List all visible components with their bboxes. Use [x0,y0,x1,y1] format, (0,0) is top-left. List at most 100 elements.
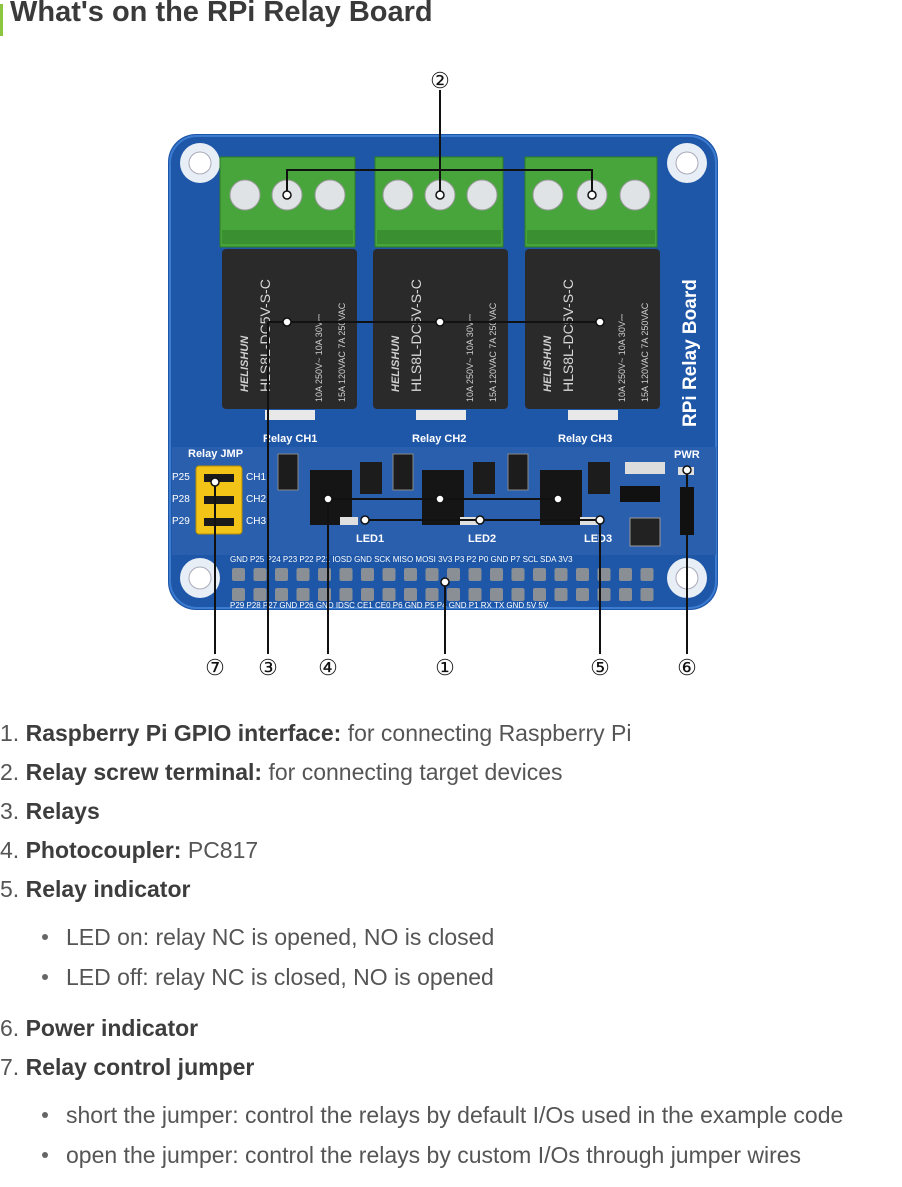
gpio-pin [339,568,353,581]
led3-label: LED3 [584,533,612,545]
relay-model-2: HLS8L-DC5V-S-C [408,279,424,392]
item-number: 1. [0,720,20,746]
led2-label: LED2 [468,533,496,545]
section-header: What's on the RPi Relay Board [0,0,902,36]
gpio-pin [232,588,245,601]
gpio-pin [447,588,460,601]
relay-model-1: HLS8L-DC5V-S-C [257,279,273,392]
gpio-pin [275,588,288,601]
board-label: RPi Relay Board [680,279,701,427]
item-number: 3. [0,798,20,824]
jumper-pin-3: P29 [172,516,190,527]
sub-list-item: open the jumper: control the relays by c… [40,1135,902,1175]
item-number: 7. [0,1054,20,1080]
gpio-pin [232,568,245,581]
jumper-title: Relay JMP [188,448,243,460]
gpio-pin [511,568,525,581]
relay-label-ch2: Relay CH2 [412,433,466,445]
relay-label-ch3: Relay CH3 [558,433,612,445]
sub-list-item: LED off: relay NC is closed, NO is opene… [40,957,902,997]
item-number: 6. [0,1015,20,1041]
item-desc: for connecting target devices [262,759,563,785]
gpio-pin [253,588,267,601]
jumper-ch-3: CH3 [246,516,266,527]
sub-list-item: LED on: relay NC is opened, NO is closed [40,917,902,957]
pwr-label: PWR [674,449,700,461]
item-desc: PC817 [181,837,259,863]
header-top-labels: GND P25 P24 P23 P22 P21 IOSD GND SCK MIS… [230,555,573,564]
sub-list: short the jumper: control the relays by … [0,1095,902,1175]
relay-rating-1: 10A 250V~ 10A 30V⎓ [314,314,324,402]
relay-rating2-2: 15A 120VAC 7A 250VAC [488,302,498,402]
relay-ch2 [373,249,508,409]
list-item: 7. Relay control jumper short the jumper… [0,1048,902,1175]
header-bottom-labels: P29 P28 P27 GND P26 GND IDSC CE1 CE0 P6 … [230,601,549,610]
jumper-pin-2: P28 [172,494,190,505]
callout-7: ⑦ [205,655,225,680]
gpio-pin [318,568,331,581]
gpio-pin [554,568,568,581]
gpio-pin [404,568,417,581]
item-label: Relay control jumper [25,1054,255,1080]
page-title: What's on the RPi Relay Board [10,0,433,28]
relays: HLS8L-DC5V-S-C HLS8L-DC5V-S-C HLS8L-DC5V… [222,249,660,420]
photocouplers [277,453,610,525]
relay-board-figure: HLS8L-DC5V-S-C HLS8L-DC5V-S-C HLS8L-DC5V… [160,62,730,682]
gpio-pin [468,588,482,601]
item-label: Relay indicator [25,876,191,902]
callout-dots [210,190,692,587]
gpio-pin [275,568,288,581]
relay-brand-1: HELISHUN [239,335,251,392]
gpio-pin [404,588,417,601]
relay-model-3: HLS8L-DC5V-S-C [560,279,576,392]
gpio-pin [361,588,374,601]
relay-rating-3: 10A 250V~ 10A 30V⎓ [617,314,627,402]
gpio-pin [576,588,589,601]
list-item: 2. Relay screw terminal: for connecting … [0,753,902,792]
sub-list: LED on: relay NC is opened, NO is closed… [0,917,902,997]
relay-board-diagram: HLS8L-DC5V-S-C HLS8L-DC5V-S-C HLS8L-DC5V… [168,68,718,680]
gpio-pin [296,588,310,601]
jumper-ch-2: CH2 [246,494,266,505]
item-desc: for connecting Raspberry Pi [341,720,632,746]
item-label: Relay screw terminal: [25,759,263,785]
gpio-pin [447,568,460,581]
relay-rating-2: 10A 250V~ 10A 30V⎓ [465,314,475,402]
list-item: 1. Raspberry Pi GPIO interface: for conn… [0,714,902,753]
gpio-pin [533,568,546,581]
gpio-pin [339,588,353,601]
gpio-pin [511,588,525,601]
item-label: Relays [25,798,100,824]
gpio-pin [382,568,396,581]
feature-list: 1. Raspberry Pi GPIO interface: for conn… [0,714,902,1187]
gpio-pin [619,568,632,581]
item-number: 4. [0,837,20,863]
gpio-pin [425,568,439,581]
relay-brand-3: HELISHUN [542,335,554,392]
gpio-pin [640,568,654,581]
list-item: 5. Relay indicator LED on: relay NC is o… [0,870,902,997]
callout-3: ③ [258,655,278,680]
list-item: 6. Power indicator [0,1009,902,1048]
item-label: Raspberry Pi GPIO interface: [25,720,342,746]
gpio-pin [490,568,503,581]
list-item: 4. Photocoupler: PC817 [0,831,902,870]
gpio-pin [425,588,439,601]
gpio-pin [619,588,632,601]
relay-ch3 [525,249,660,409]
item-label: Power indicator [25,1015,199,1041]
led1-label: LED1 [356,533,384,545]
relay-rating2-3: 15A 120VAC 7A 250VAC [640,302,650,402]
jumper-ch-1: CH1 [246,472,266,483]
callout-4: ④ [318,655,338,680]
list-item: 3. Relays [0,792,902,831]
gpio-pin [490,588,503,601]
callout-6: ⑥ [677,655,697,680]
callout-1: ① [435,655,455,680]
gpio-pin [296,568,310,581]
sub-list-item: short the jumper: control the relays by … [40,1095,902,1135]
jumper-pin-1: P25 [172,472,190,483]
gpio-pin [533,588,546,601]
title-accent-bar [0,4,3,36]
gpio-pin [253,568,267,581]
